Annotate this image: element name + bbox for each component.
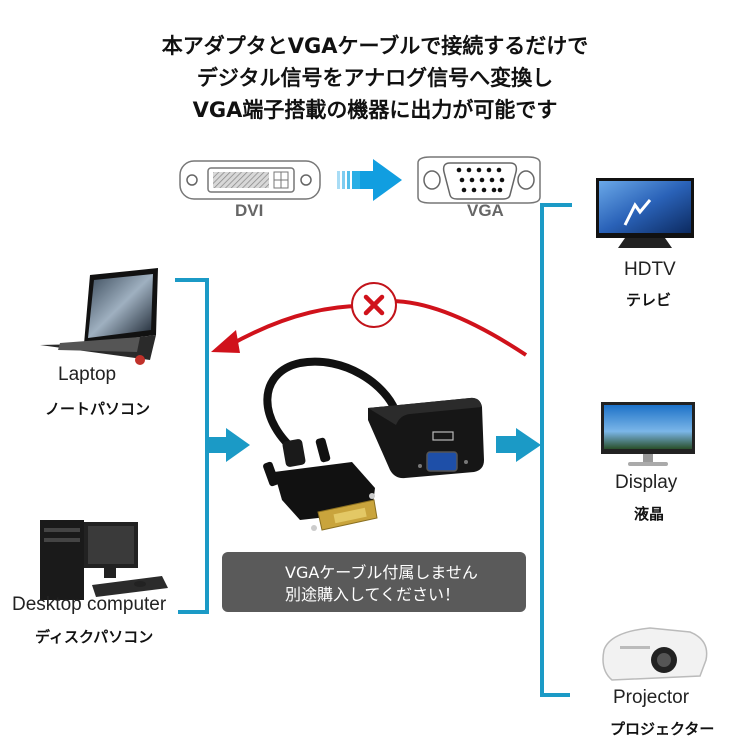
- dvi-to-vga-adapter-image: [263, 357, 484, 531]
- hdtv-label: HDTV: [624, 259, 676, 280]
- headline-line-2: デジタル信号をアナログ信号へ変換し: [196, 66, 554, 90]
- warning-notice: [222, 552, 526, 612]
- vga-pins: [456, 167, 505, 193]
- dvi-connector-icon: [179, 160, 321, 200]
- laptop-icon: [40, 268, 158, 365]
- warning-line-2: 別途購入してください！: [285, 585, 461, 604]
- desktop-label-ja: ディスクパソコン: [35, 628, 154, 646]
- dvi-to-vga-arrow-icon: [337, 159, 402, 201]
- warning-line-1: VGAケーブル付属しません: [285, 563, 478, 582]
- headline-line-1: 本アダプタとVGAケーブルで接続するだけで: [161, 34, 589, 58]
- projector-label: Projector: [613, 687, 690, 708]
- display-label: Display: [615, 472, 678, 493]
- display-icon: [601, 402, 695, 466]
- vga-label: VGA: [467, 201, 504, 220]
- hdtv-label-ja: テレビ: [626, 291, 672, 309]
- hdtv-icon: [596, 178, 694, 248]
- dvi-label: DVI: [235, 201, 264, 220]
- desktop-computer-icon: [40, 520, 168, 600]
- vga-connector-icon: [417, 156, 541, 204]
- laptop-label: Laptop: [58, 364, 117, 385]
- source-to-adapter-arrow-icon: [207, 428, 250, 462]
- headline-line-3: VGA端子搭載の機器に出力が可能です: [192, 98, 558, 122]
- x-circle-icon: [351, 282, 397, 328]
- projector-label-ja: プロジェクター: [610, 720, 715, 738]
- projector-icon: [602, 627, 708, 681]
- display-label-ja: 液晶: [634, 505, 665, 523]
- desktop-label: Desktop computer: [12, 594, 167, 615]
- adapter-to-output-arrow-icon: [496, 428, 541, 462]
- source-bracket: [175, 278, 209, 614]
- output-bracket: [540, 203, 572, 697]
- laptop-label-ja: ノートパソコン: [45, 400, 151, 418]
